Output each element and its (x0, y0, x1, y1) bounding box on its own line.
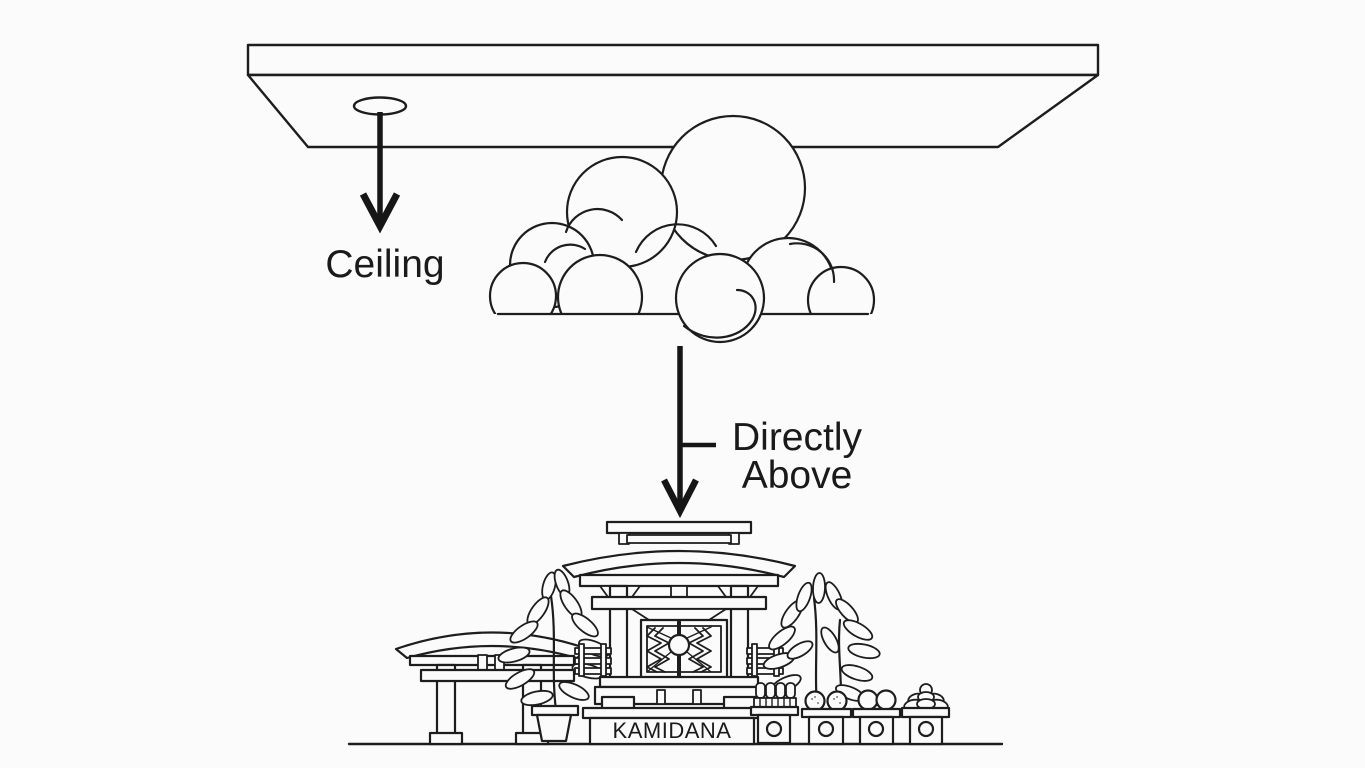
shrine-scene: KAMIDANA (347, 520, 1004, 746)
rice-ball (875, 689, 897, 711)
offering-stand-mochi (800, 690, 853, 746)
cloud-bottom-swirl (674, 252, 766, 344)
stand-hole (867, 720, 885, 738)
kamidana-label: KAMIDANA (613, 718, 732, 743)
offering-stand-stack (900, 683, 951, 746)
inner-canopy (631, 608, 727, 621)
recessed-light (352, 96, 408, 116)
rice-ball (857, 689, 879, 711)
small-torii-gate (394, 631, 590, 746)
sake-vessel (765, 682, 776, 699)
directly-above-label: Directly Above (732, 416, 863, 497)
left-sakaki-plant (497, 568, 610, 743)
ceiling-down-arrow-icon (359, 112, 401, 234)
mochi (826, 690, 848, 712)
shide-left (646, 627, 670, 673)
stand-hole (817, 720, 835, 738)
cloud (488, 114, 876, 362)
ceiling-label: Ceiling (325, 243, 444, 286)
plant-pot-rim (530, 704, 580, 717)
left-railing (574, 643, 612, 677)
shrine-platform (593, 675, 765, 706)
shrine-nuki-beam (590, 595, 768, 611)
stand-hole (917, 720, 935, 738)
shide-right (688, 627, 712, 673)
mini-torii-crest (605, 520, 753, 545)
directly-above-arrow-icon (661, 346, 716, 519)
shrine-base-plinth: KAMIDANA (581, 706, 763, 746)
directly-above-line1: Directly (732, 416, 863, 459)
directly-above-line2: Above (742, 454, 853, 497)
shrine-roof (561, 549, 797, 598)
offering-stand-rice (851, 689, 902, 746)
sacred-mirror (667, 633, 691, 657)
sake-vessel (755, 682, 766, 699)
ceiling-panel (246, 43, 1100, 149)
mochi (804, 690, 826, 712)
inner-sanctuary (639, 618, 729, 680)
sake-vessel (785, 682, 796, 699)
plant-pot (535, 713, 573, 743)
kamidana-shrine: KAMIDANA (561, 520, 797, 746)
sake-vessel (775, 682, 786, 699)
stand-hole (765, 720, 783, 738)
offering-stand-sake (749, 682, 800, 745)
